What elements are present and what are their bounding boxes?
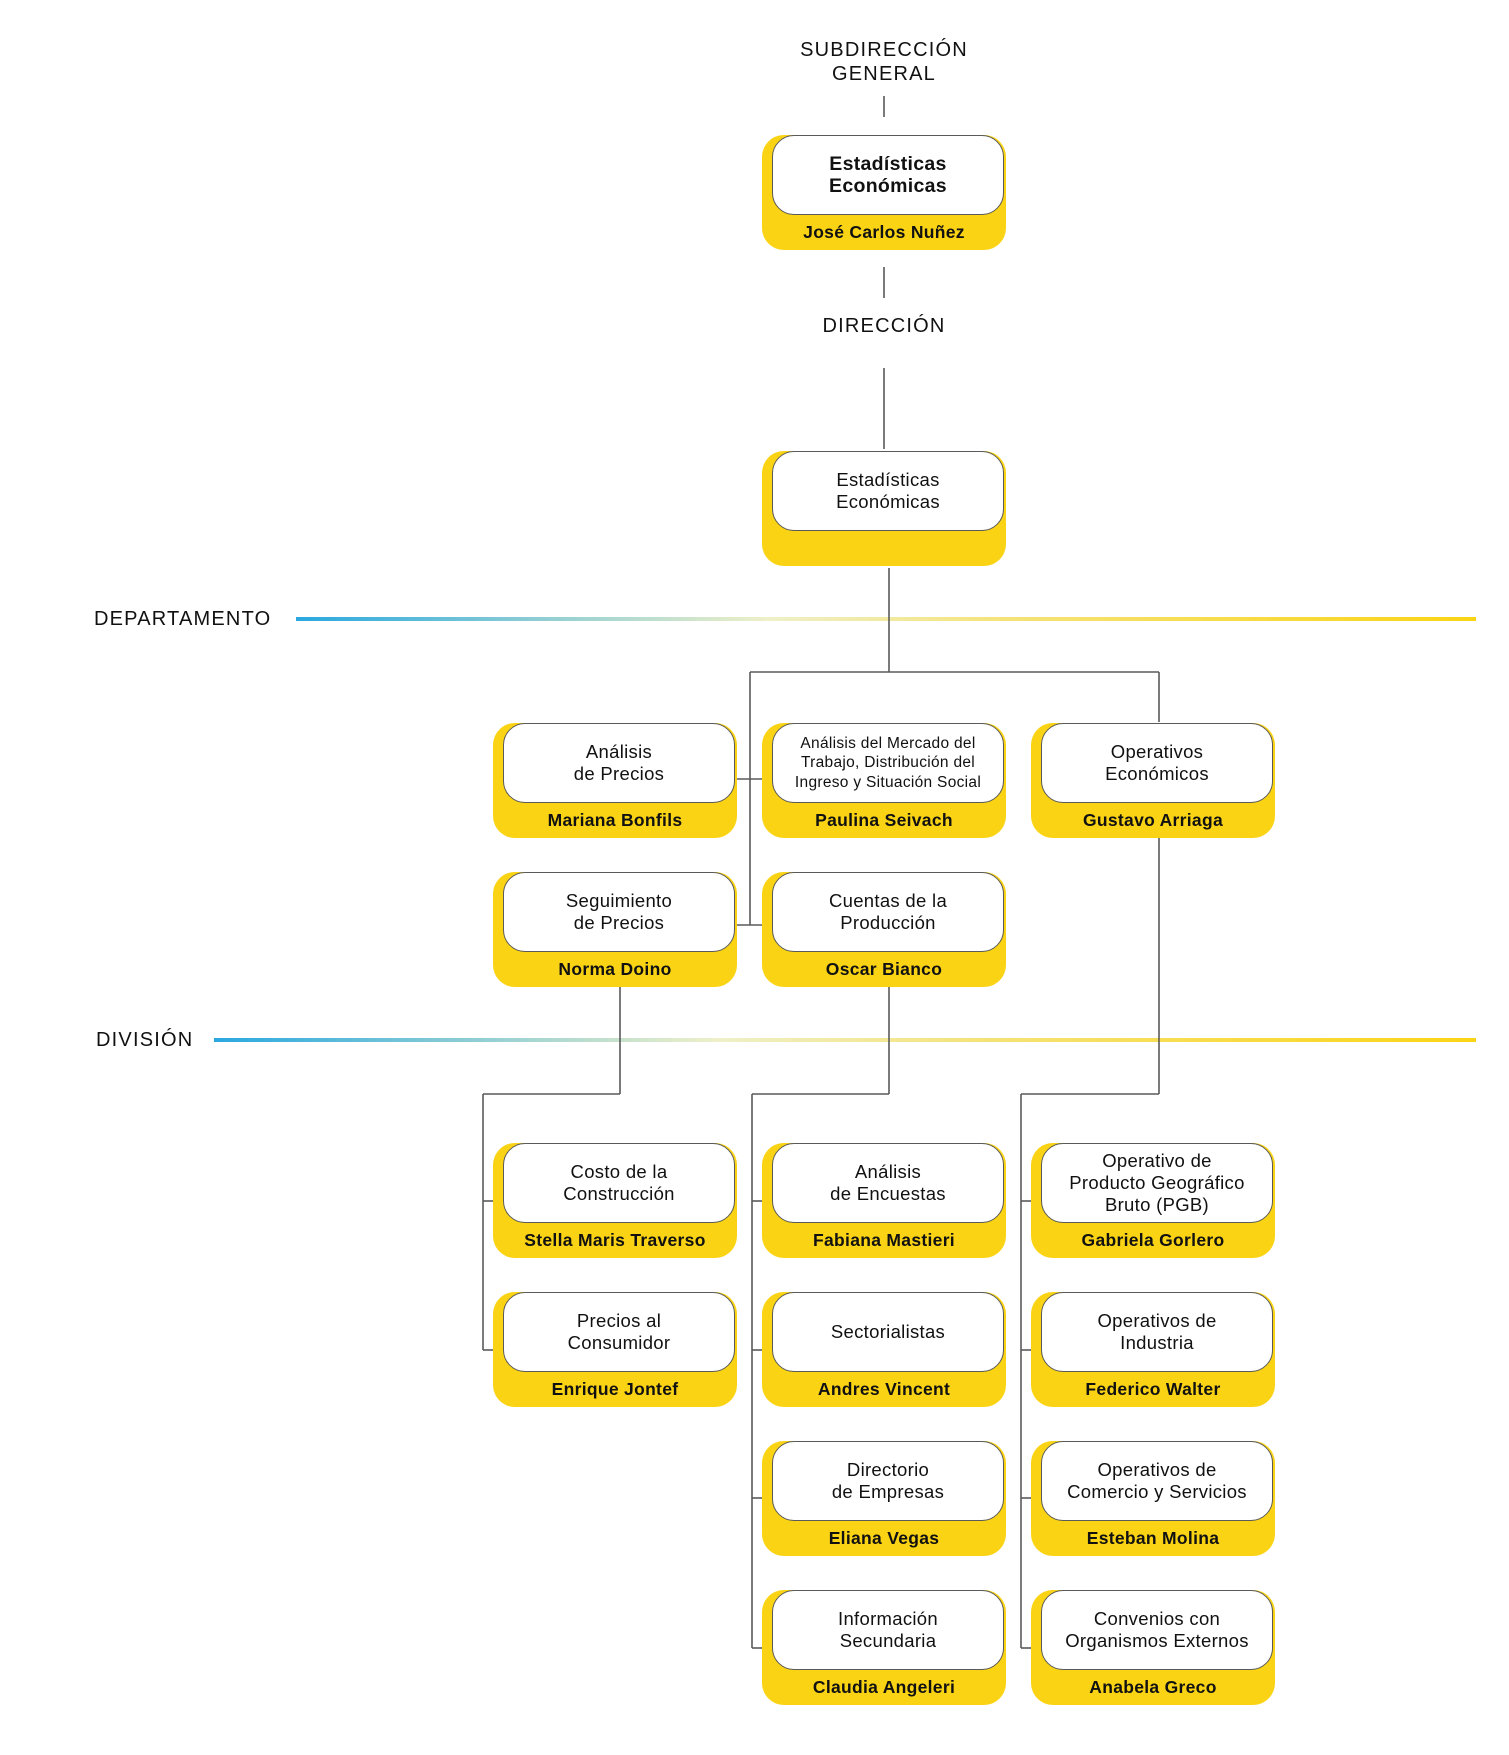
node-title: Cuentas de la Producción [772, 872, 1004, 952]
node-person: Gabriela Gorlero [1081, 1230, 1225, 1250]
node-sectorialistas: Sectorialistas Andres Vincent [762, 1292, 1006, 1407]
node-title: Información Secundaria [772, 1590, 1004, 1670]
node-title: Sectorialistas [772, 1292, 1004, 1372]
node-person: Paulina Seivach [815, 810, 953, 830]
node-person: Eliana Vegas [828, 1528, 940, 1548]
node-person: Andres Vincent [817, 1379, 951, 1399]
node-person [762, 531, 1006, 566]
node-operativos-de-industria: Operativos de Industria Federico Walter [1031, 1292, 1275, 1407]
node-person: Oscar Bianco [825, 959, 943, 979]
node-analisis-de-encuestas: Análisis de Encuestas Fabiana Mastieri [762, 1143, 1006, 1258]
level-departamento-label: DEPARTAMENTO [94, 608, 272, 630]
node-person: Stella Maris Traverso [524, 1230, 706, 1250]
node-informacion-secundaria: Información Secundaria Claudia Angeleri [762, 1590, 1006, 1705]
node-operativo-pgb: Operativo de Producto Geográfico Bruto (… [1031, 1143, 1275, 1258]
node-person: Fabiana Mastieri [813, 1230, 955, 1250]
node-direccion-estadisticas-economicas: Estadísticas Económicas [762, 451, 1006, 566]
node-analisis-de-precios: Análisis de Precios Mariana Bonfils [493, 723, 737, 838]
node-title: Análisis de Precios [503, 723, 735, 803]
node-costo-de-la-construccion: Costo de la Construcción Stella Maris Tr… [493, 1143, 737, 1258]
node-person: Norma Doino [558, 959, 672, 979]
node-title: Precios al Consumidor [503, 1292, 735, 1372]
node-person: Anabela Greco [1089, 1677, 1217, 1697]
node-title: Operativo de Producto Geográfico Bruto (… [1041, 1143, 1273, 1223]
node-analisis-mercado-trabajo: Análisis del Mercado del Trabajo, Distri… [762, 723, 1006, 838]
node-title: Estadísticas Económicas [772, 135, 1004, 215]
node-precios-al-consumidor: Precios al Consumidor Enrique Jontef [493, 1292, 737, 1407]
level-subdireccion-label: SUBDIRECCIÓN GENERAL [800, 39, 968, 85]
node-title: Operativos de Industria [1041, 1292, 1273, 1372]
node-title: Estadísticas Económicas [772, 451, 1004, 531]
node-seguimiento-de-precios: Seguimiento de Precios Norma Doino [493, 872, 737, 987]
node-operativos-economicos: Operativos Económicos Gustavo Arriaga [1031, 723, 1275, 838]
node-title: Convenios con Organismos Externos [1041, 1590, 1273, 1670]
node-title: Operativos Económicos [1041, 723, 1273, 803]
node-cuentas-de-la-produccion: Cuentas de la Producción Oscar Bianco [762, 872, 1006, 987]
node-directorio-de-empresas: Directorio de Empresas Eliana Vegas [762, 1441, 1006, 1556]
node-person: Enrique Jontef [551, 1379, 679, 1399]
node-title: Costo de la Construcción [503, 1143, 735, 1223]
node-person: José Carlos Nuñez [803, 222, 965, 242]
level-direccion-label: DIRECCIÓN [822, 315, 946, 337]
node-title: Directorio de Empresas [772, 1441, 1004, 1521]
node-person: Federico Walter [1085, 1379, 1221, 1399]
node-title: Seguimiento de Precios [503, 872, 735, 952]
node-operativos-comercio-servicios: Operativos de Comercio y Servicios Esteb… [1031, 1441, 1275, 1556]
node-convenios-organismos-externos: Convenios con Organismos Externos Anabel… [1031, 1590, 1275, 1705]
division-band [214, 1038, 1476, 1042]
level-division-label: DIVISIÓN [96, 1029, 194, 1051]
node-person: Esteban Molina [1086, 1528, 1220, 1548]
node-title: Análisis de Encuestas [772, 1143, 1004, 1223]
node-person: Mariana Bonfils [547, 810, 683, 830]
node-title: Operativos de Comercio y Servicios [1041, 1441, 1273, 1521]
node-title: Análisis del Mercado del Trabajo, Distri… [772, 723, 1004, 803]
departamento-band [296, 617, 1476, 621]
node-person: Gustavo Arriaga [1082, 810, 1223, 830]
node-person: Claudia Angeleri [812, 1677, 956, 1697]
node-subdireccion-estadisticas-economicas: Estadísticas Económicas José Carlos Nuñe… [762, 135, 1006, 250]
